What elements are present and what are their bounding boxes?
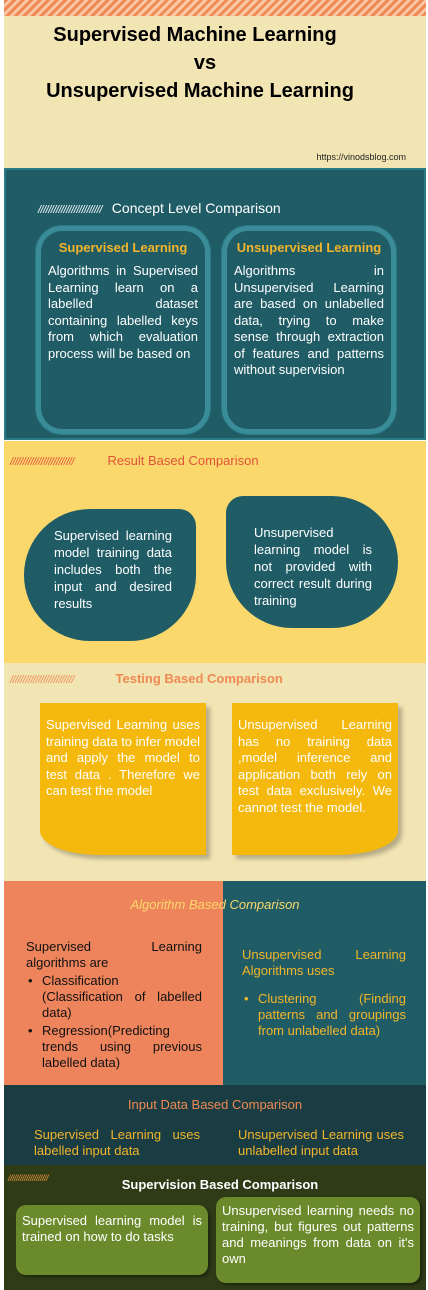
supervision-title: Supervision Based Comparison — [121, 1177, 319, 1192]
title-line-2: vs — [193, 52, 217, 74]
list-item: Classification (Classification of labell… — [26, 973, 202, 1021]
algorithm-supervised-list: Classification (Classification of labell… — [26, 973, 202, 1071]
testing-supervised-text: Supervised Learning uses training data t… — [40, 703, 206, 855]
algorithm-supervised-intro: Supervised Learning algorithms are — [26, 939, 202, 970]
concept-unsupervised-text: Algorithms in Unsupervised Learning are … — [234, 263, 384, 377]
testing-unsupervised-text: Unsupervised Learning has no training da… — [232, 703, 398, 855]
algorithm-unsupervised: Unsupervised Learning Algorithms uses Cl… — [242, 947, 406, 1039]
algorithm-section: Algorithm Based Comparison Supervised Le… — [4, 881, 426, 1085]
algorithm-unsupervised-intro: Unsupervised Learning Algorithms uses — [242, 947, 406, 978]
concept-unsupervised-heading: Unsupervised Learning — [236, 240, 382, 255]
title-line-1: Supervised Machine Learning — [53, 24, 337, 46]
supervision-section: //////////////////// Supervision Based C… — [4, 1165, 426, 1290]
input-supervised-text: Supervised Learning uses labelled input … — [34, 1127, 200, 1158]
result-supervised-text: Supervised learning model training data … — [24, 509, 196, 641]
concept-section: ///////////////////////// Concept Level … — [4, 168, 426, 440]
header-stripe — [4, 0, 426, 16]
input-section: Input Data Based Comparison Supervised L… — [4, 1085, 426, 1165]
testing-slashes: ///////////////////////// — [10, 674, 74, 686]
result-slashes: ///////////////////////// — [10, 456, 74, 468]
supervision-slashes: //////////////////// — [8, 1173, 49, 1183]
algorithm-supervised: Supervised Learning algorithms are Class… — [26, 939, 202, 1071]
concept-slashes: ///////////////////////// — [38, 204, 102, 216]
supervision-unsupervised-text: Unsupervised learning needs no training,… — [216, 1197, 420, 1283]
supervision-supervised-text: Supervised learning model is trained on … — [16, 1205, 208, 1275]
title-line-3: Unsupervised Machine Learning — [46, 80, 354, 102]
header-section: Supervised Machine Learning vs Unsupervi… — [4, 0, 426, 168]
source-url: https://vinodsblog.com — [316, 152, 406, 162]
input-title: Input Data Based Comparison — [127, 1097, 303, 1112]
result-unsupervised-text: Unsupervised learning model is not provi… — [226, 496, 398, 628]
concept-supervised-box: Supervised Learning Algorithms in Superv… — [36, 226, 210, 434]
concept-title-text: Concept Level Comparison — [111, 200, 281, 216]
result-section: ///////////////////////// Result Based C… — [4, 441, 426, 663]
result-title: ///////////////////////// Result Based C… — [10, 453, 259, 468]
algorithm-title: Algorithm Based Comparison — [130, 897, 300, 912]
testing-title-text: Testing Based Comparison — [115, 671, 283, 686]
testing-section: ///////////////////////// Testing Based … — [4, 663, 426, 881]
concept-unsupervised-box: Unsupervised Learning Algorithms in Unsu… — [222, 226, 396, 434]
algorithm-right-panel — [223, 881, 426, 1085]
concept-title: ///////////////////////// Concept Level … — [38, 200, 281, 216]
list-item: Clustering (Finding patterns and groupin… — [242, 991, 406, 1039]
result-title-text: Result Based Comparison — [107, 453, 259, 468]
concept-supervised-text: Algorithms in Supervised Learning learn … — [48, 263, 198, 361]
input-unsupervised-text: Unsupervised Learning uses unlabelled in… — [238, 1127, 404, 1158]
list-item: Regression(Predicting trends using previ… — [26, 1023, 202, 1071]
testing-title: ///////////////////////// Testing Based … — [10, 671, 283, 686]
algorithm-unsupervised-list: Clustering (Finding patterns and groupin… — [242, 991, 406, 1039]
concept-supervised-heading: Supervised Learning — [58, 240, 188, 255]
